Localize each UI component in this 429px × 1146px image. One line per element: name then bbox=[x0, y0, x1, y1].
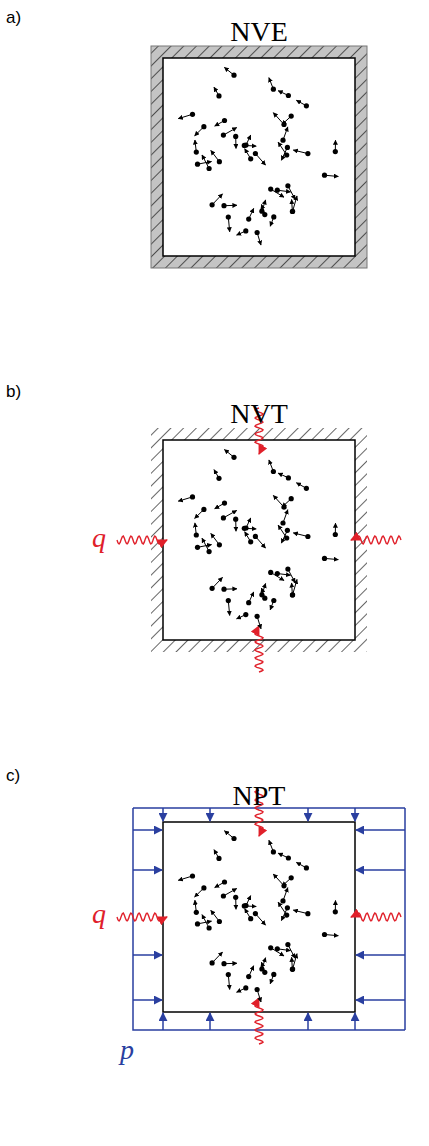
heat-symbol: q bbox=[92, 522, 106, 554]
heat-symbol: q bbox=[92, 898, 106, 930]
ensemble-heading: NVT bbox=[230, 398, 288, 430]
panel-letter: b) bbox=[6, 382, 21, 402]
ensemble-heading: NPT bbox=[233, 780, 286, 812]
panel-letter: c) bbox=[6, 766, 20, 786]
diathermal-wall bbox=[151, 428, 367, 652]
heat-flow-arrows bbox=[117, 408, 401, 1044]
ensemble-box: NVE bbox=[163, 58, 355, 256]
ensemble-box: NVT bbox=[163, 440, 355, 640]
ensemble-box: NPT bbox=[163, 822, 355, 1012]
flexible-wall bbox=[163, 822, 355, 1012]
pressure-symbol: p bbox=[120, 1034, 134, 1066]
panel-letter: a) bbox=[6, 8, 21, 28]
adiabatic-wall bbox=[151, 46, 367, 268]
ensemble-heading: NVE bbox=[230, 16, 288, 48]
pressure-frame bbox=[133, 808, 405, 1030]
molecules bbox=[178, 67, 338, 1002]
